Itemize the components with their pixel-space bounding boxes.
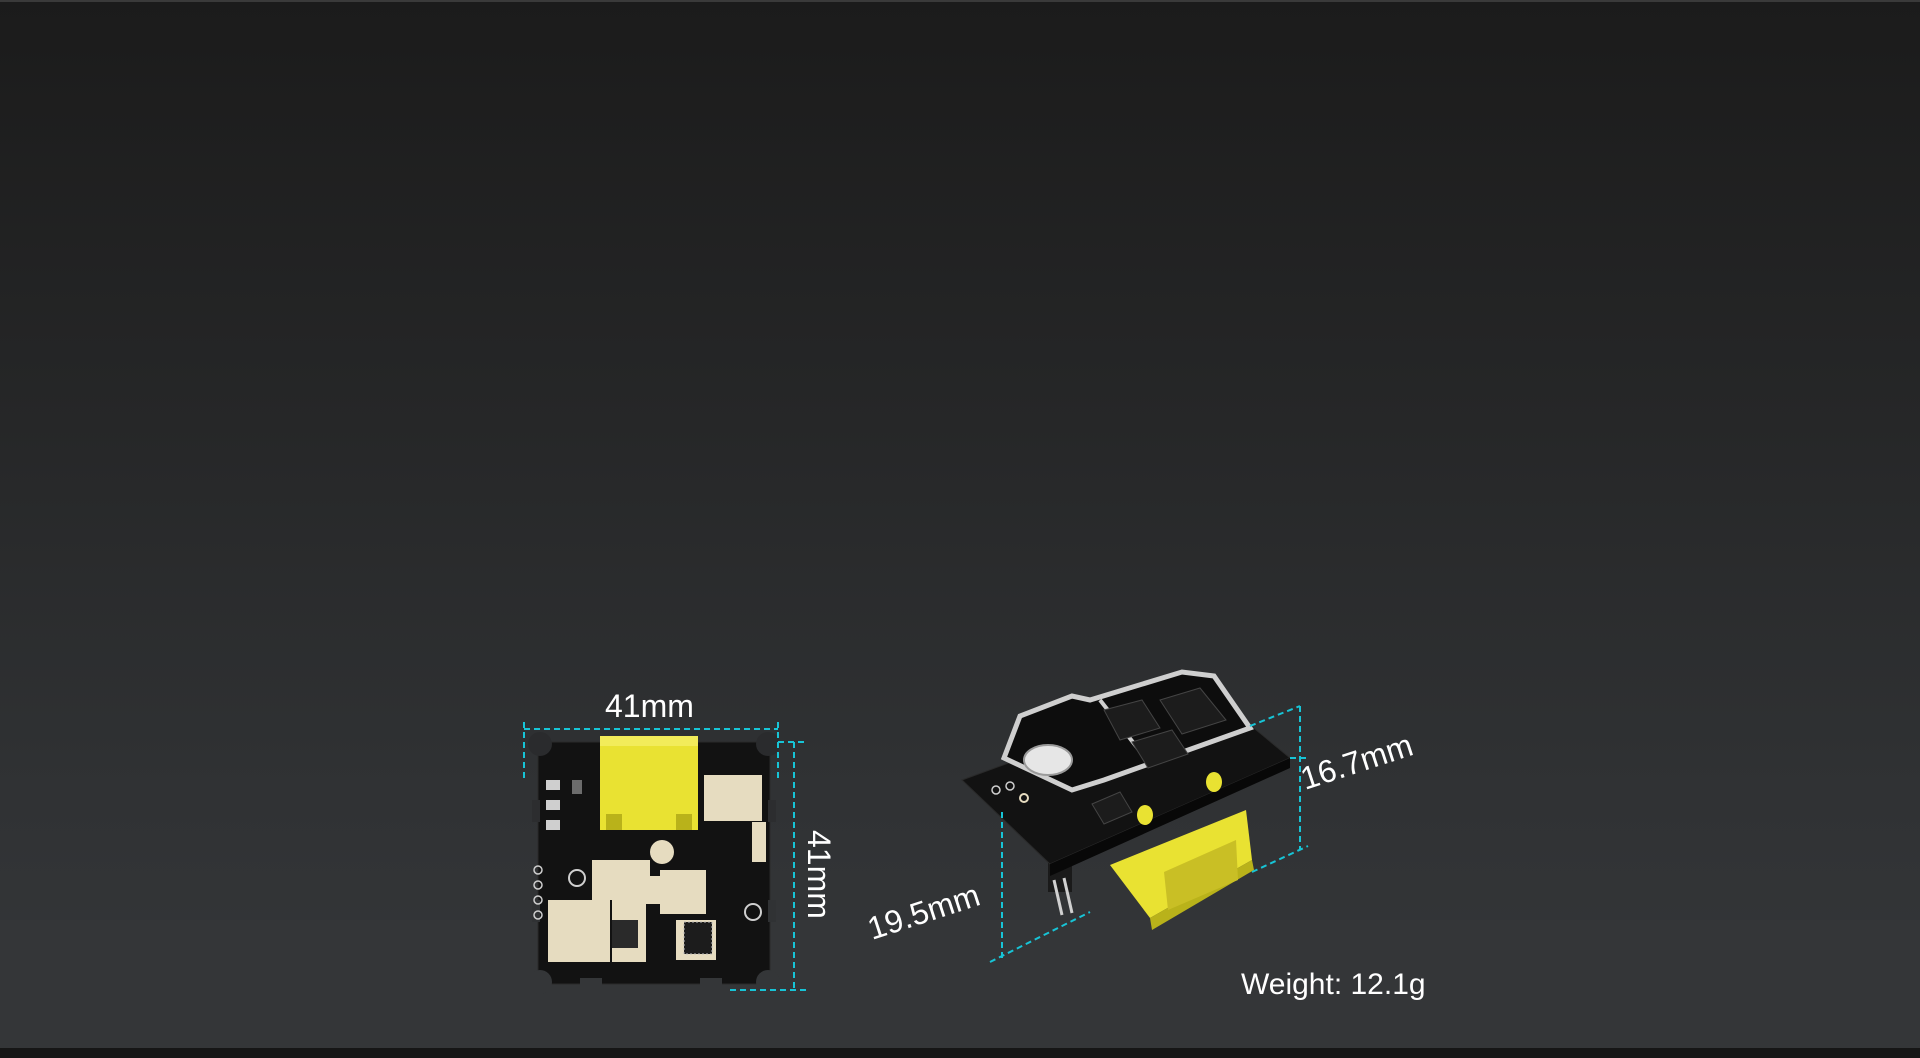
gold-pad bbox=[548, 860, 650, 962]
side-height-label: 16.7mm bbox=[1296, 727, 1417, 797]
weight-label: Weight: 12.1g bbox=[1241, 968, 1426, 1001]
gold-pad bbox=[752, 822, 766, 862]
coin-cell bbox=[1023, 744, 1073, 776]
gold-pad bbox=[704, 775, 762, 821]
front-dimension-lines bbox=[523, 722, 808, 991]
front-height-label: 41mm bbox=[801, 830, 837, 919]
pcb-front-view bbox=[528, 732, 780, 994]
pcb-side-view bbox=[961, 669, 1291, 930]
gold-pad bbox=[634, 876, 664, 904]
side-dimension-lines bbox=[989, 705, 1309, 963]
side-depth-label: 19.5mm bbox=[863, 877, 984, 947]
bottom-bar bbox=[0, 1048, 1920, 1058]
top-edge-line bbox=[0, 0, 1920, 2]
gold-pad bbox=[660, 870, 706, 914]
rj45-connector-side bbox=[1110, 810, 1252, 918]
front-width-label: 41mm bbox=[605, 688, 694, 724]
floor-band bbox=[0, 920, 1920, 1048]
